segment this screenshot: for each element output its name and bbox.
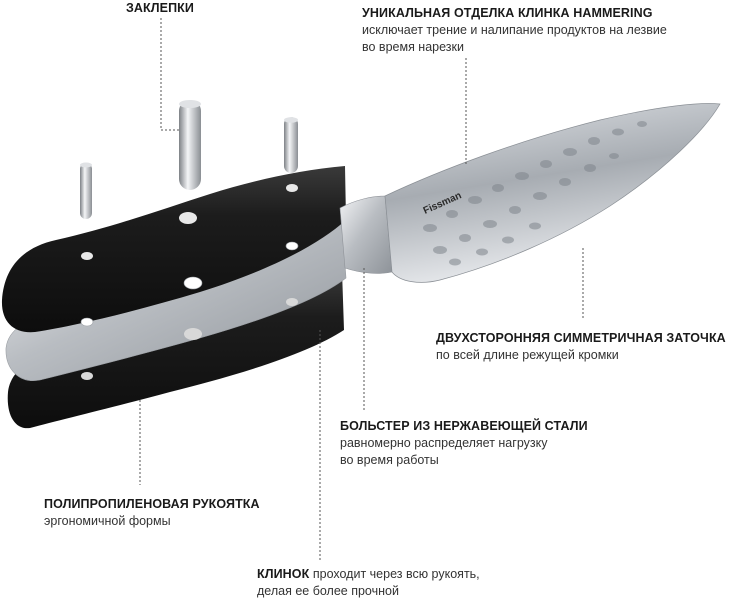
rivet-pin-center bbox=[179, 100, 201, 190]
label-tang-heading: КЛИНОК bbox=[257, 567, 310, 581]
rivet-hole bbox=[286, 184, 298, 192]
label-tang: КЛИНОК проходит через всю рукоять, делая… bbox=[257, 566, 480, 600]
label-sharpening-heading: ДВУХСТОРОННЯЯ СИММЕТРИЧНАЯ ЗАТОЧКА bbox=[436, 331, 726, 345]
label-handle: ПОЛИПРОПИЛЕНОВАЯ РУКОЯТКА эргономичной ф… bbox=[44, 496, 260, 530]
rivet-hole bbox=[286, 298, 298, 306]
label-bolster-line2: во время работы bbox=[340, 453, 439, 467]
label-rivets: ЗАКЛЕПКИ bbox=[126, 0, 194, 17]
label-tang-line2: делая ее более прочной bbox=[257, 584, 399, 598]
rivet-hole bbox=[80, 317, 94, 327]
hammered-texture bbox=[423, 121, 647, 266]
rivet-hole bbox=[285, 241, 299, 251]
label-sharpening: ДВУХСТОРОННЯЯ СИММЕТРИЧНАЯ ЗАТОЧКА по вс… bbox=[436, 330, 726, 364]
label-hammering: УНИКАЛЬНАЯ ОТДЕЛКА КЛИНКА HAMMERING искл… bbox=[362, 5, 667, 56]
rivet-hole bbox=[184, 328, 202, 340]
rivet-hole bbox=[183, 276, 203, 290]
label-sharpening-line1: по всей длине режущей кромки bbox=[436, 348, 619, 362]
rivet-hole bbox=[81, 252, 93, 260]
label-handle-line1: эргономичной формы bbox=[44, 514, 171, 528]
label-rivets-heading: ЗАКЛЕПКИ bbox=[126, 1, 194, 15]
rivet-pin-right bbox=[284, 117, 298, 173]
label-tang-line1: проходит через всю рукоять, bbox=[312, 567, 480, 581]
blade bbox=[384, 103, 721, 283]
rivet-hole bbox=[179, 212, 197, 224]
rivet-hole bbox=[81, 372, 93, 380]
label-hammering-line2: во время нарезки bbox=[362, 40, 464, 54]
bolster bbox=[339, 195, 393, 274]
label-hammering-heading: УНИКАЛЬНАЯ ОТДЕЛКА КЛИНКА HAMMERING bbox=[362, 6, 653, 20]
label-hammering-line1: исключает трение и налипание продуктов н… bbox=[362, 23, 667, 37]
leader-line-rivets bbox=[160, 18, 180, 131]
label-bolster: БОЛЬСТЕР ИЗ НЕРЖАВЕЮЩЕЙ СТАЛИ равномерно… bbox=[340, 418, 588, 469]
label-handle-heading: ПОЛИПРОПИЛЕНОВАЯ РУКОЯТКА bbox=[44, 497, 260, 511]
rivet-pin-left bbox=[80, 162, 92, 219]
label-bolster-heading: БОЛЬСТЕР ИЗ НЕРЖАВЕЮЩЕЙ СТАЛИ bbox=[340, 419, 588, 433]
handle-scale-top bbox=[1, 166, 346, 333]
label-bolster-line1: равномерно распределяет нагрузку bbox=[340, 436, 548, 450]
